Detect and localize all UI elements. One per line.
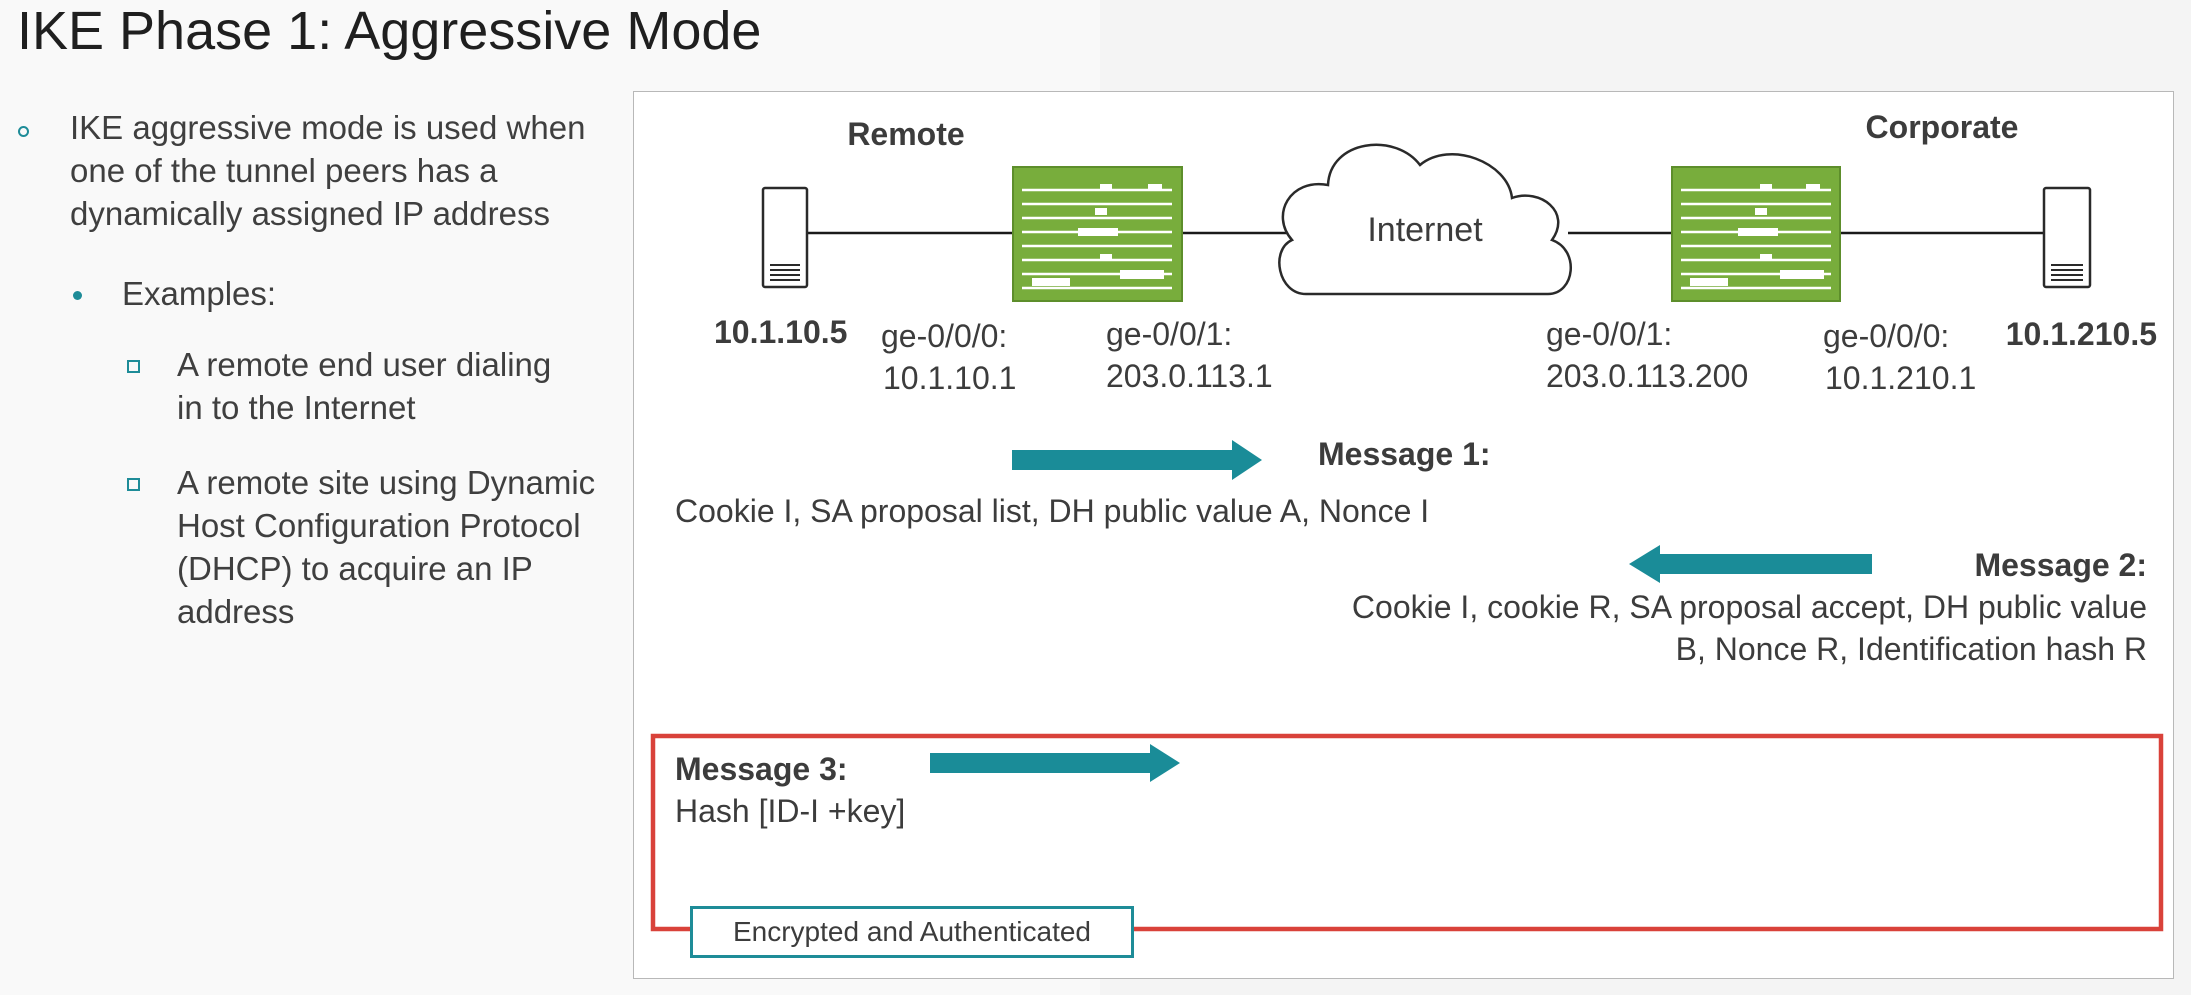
- corp-ge001-label: ge-0/0/1:: [1546, 316, 1672, 352]
- bullet-circle-icon: [18, 126, 29, 137]
- example-line: Host Configuration Protocol: [177, 507, 581, 544]
- corporate-router-icon: [1671, 166, 1841, 302]
- arrow-right-icon: [930, 744, 1180, 782]
- message2-title: Message 2:: [1974, 547, 2147, 583]
- bullet-line: one of the tunnel peers has a: [70, 152, 498, 189]
- message2-line1: Cookie I, cookie R, SA proposal accept, …: [1352, 589, 2147, 625]
- encrypted-region-box: [650, 733, 2164, 932]
- remote-host-ip: 10.1.10.5: [714, 314, 847, 350]
- corp-ge001-ip: 203.0.113.200: [1546, 358, 1748, 394]
- encrypted-authenticated-label: Encrypted and Authenticated: [690, 906, 1134, 958]
- remote-ge000-ip: 10.1.10.1: [883, 360, 1016, 396]
- remote-ge000-label: ge-0/0/0:: [881, 318, 1007, 354]
- remote-ge001-label: ge-0/0/1:: [1106, 316, 1232, 352]
- remote-label: Remote: [847, 116, 964, 152]
- message1-title: Message 1:: [1318, 436, 1491, 472]
- examples-label: Examples:: [122, 275, 277, 312]
- corp-host-ip: 10.1.210.5: [2006, 316, 2157, 352]
- example-line: A remote end user dialing: [177, 346, 552, 383]
- message2-line2: B, Nonce R, Identification hash R: [1676, 631, 2147, 667]
- bullet-square-icon: [127, 360, 140, 373]
- remote-router-icon: [1012, 166, 1183, 302]
- message1-body: Cookie I, SA proposal list, DH public va…: [675, 493, 1429, 529]
- internet-cloud-icon: [1278, 143, 1573, 296]
- page-title: IKE Phase 1: Aggressive Mode: [17, 1, 762, 61]
- remote-ge001-ip: 203.0.113.1: [1106, 358, 1273, 394]
- arrow-right-icon: [1012, 440, 1262, 480]
- example-line: address: [177, 593, 295, 630]
- bullet-line: IKE aggressive mode is used when: [70, 109, 586, 146]
- example-line: in to the Internet: [177, 389, 416, 426]
- example-line: A remote site using Dynamic: [177, 464, 596, 501]
- arrow-left-icon: [1629, 545, 1872, 583]
- bullet-dot-icon: [73, 291, 82, 300]
- bullet-line: dynamically assigned IP address: [70, 195, 550, 232]
- bullet-square-icon: [127, 478, 140, 491]
- internet-label: Internet: [1367, 211, 1483, 249]
- corporate-host-icon: [2042, 186, 2092, 289]
- message3-title: Message 3:: [675, 751, 848, 787]
- message3-body: Hash [ID-I +key]: [675, 793, 905, 829]
- example-line: (DHCP) to acquire an IP: [177, 550, 533, 587]
- corp-ge000-ip: 10.1.210.1: [1825, 360, 1976, 396]
- corporate-label: Corporate: [1866, 109, 2019, 145]
- corp-ge000-label: ge-0/0/0:: [1823, 318, 1949, 354]
- remote-host-icon: [761, 186, 809, 289]
